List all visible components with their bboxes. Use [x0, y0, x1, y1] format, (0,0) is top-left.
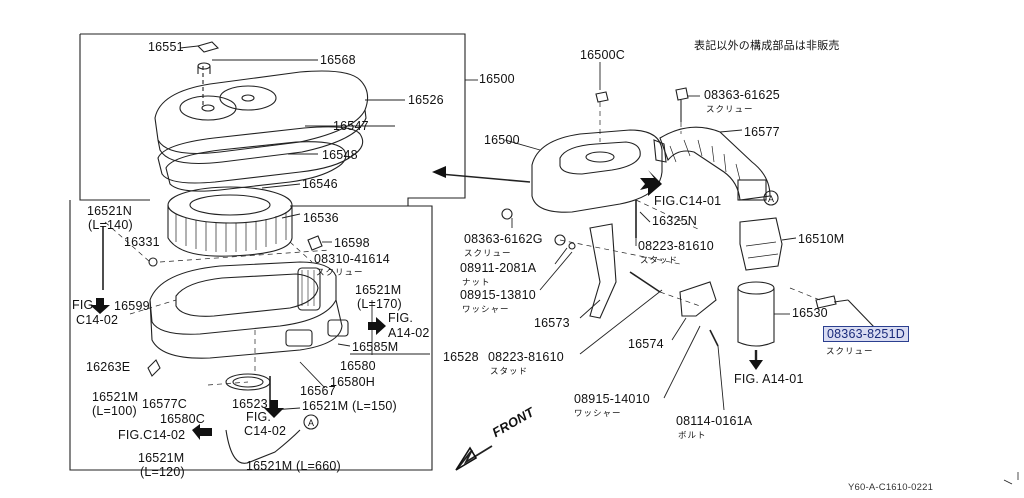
- part-label-16546[interactable]: 16546: [302, 177, 338, 191]
- part-label-16263e[interactable]: 16263E: [86, 360, 131, 374]
- part-desc-08363-6162g: スクリュー: [464, 248, 512, 258]
- part-length-16521m-120: (L=120): [140, 465, 185, 479]
- part-label-08223-81610-a[interactable]: 08223-81610: [638, 239, 714, 253]
- part-label-16510m[interactable]: 16510M: [798, 232, 845, 246]
- part-label-16580[interactable]: 16580: [340, 359, 376, 373]
- part-length-16521m-100: (L=100): [92, 404, 137, 418]
- fig-ref-c14-01[interactable]: FIG.C14-01: [654, 194, 722, 208]
- part-label-16577[interactable]: 16577: [744, 125, 780, 139]
- seal-drawing: [165, 141, 347, 192]
- part-label-08310-41614[interactable]: 08310-41614: [314, 252, 390, 266]
- part-label-16568[interactable]: 16568: [320, 53, 356, 67]
- part-label-16598[interactable]: 16598: [334, 236, 370, 250]
- air-cleaner-assembly-drawing: [531, 129, 667, 213]
- part-label-16528[interactable]: 16528: [443, 350, 479, 364]
- part-label-16521m-170[interactable]: 16521M: [355, 283, 402, 297]
- part-label-08915-14010[interactable]: 08915-14010: [574, 392, 650, 406]
- lower-group-outline: [69, 200, 433, 471]
- pipe-drawing: [737, 281, 775, 347]
- gasket-drawing: [157, 126, 364, 184]
- part-label-16567[interactable]: 16567: [300, 384, 336, 398]
- fig-ref-a14-02-b[interactable]: A14-02: [388, 326, 430, 340]
- part-label-16521m-100[interactable]: 16521M: [92, 390, 139, 404]
- part-label-16325n[interactable]: 16325N: [652, 214, 697, 228]
- part-length-16521m-170: (L=170): [357, 297, 402, 311]
- part-desc-08363-8251d: スクリュー: [826, 346, 874, 356]
- part-label-16331[interactable]: 16331: [124, 235, 160, 249]
- part-desc-08310-41614: スクリュー: [316, 267, 364, 277]
- part-label-16574[interactable]: 16574: [628, 337, 664, 351]
- part-label-08911-2081a[interactable]: 08911-2081A: [460, 261, 537, 275]
- part-label-16523[interactable]: 16523: [232, 397, 268, 411]
- not-for-sale-note: 表記以外の構成部品は非販売: [694, 40, 840, 52]
- figure-code: Y60-A-C1610-0221: [848, 482, 934, 493]
- part-label-16521n[interactable]: 16521N: [87, 204, 132, 218]
- part-label-08915-13810[interactable]: 08915-13810: [460, 288, 536, 302]
- part-desc-08911-2081a: ナット: [462, 277, 491, 287]
- part-desc-08223-81610-b: スタッド: [490, 366, 529, 376]
- fig-ref-a14-01[interactable]: FIG. A14-01: [734, 372, 804, 386]
- part-label-16551[interactable]: 16551: [148, 40, 184, 54]
- part-label-08363-6162g[interactable]: 08363-6162G: [464, 232, 543, 246]
- part-label-16521m-150[interactable]: 16521M (L=150): [302, 399, 397, 413]
- air-cleaner-body-drawing: [149, 261, 343, 391]
- part-label-16500-box[interactable]: 16500: [479, 72, 515, 86]
- support-bracket-drawing: [679, 281, 717, 317]
- part-desc-08915-13810: ワッシャー: [462, 304, 510, 314]
- wing-nut-drawing: [196, 41, 220, 74]
- fig-ref-c14-02-top-a[interactable]: FIG.: [72, 298, 98, 312]
- fig-ref-a14-02-a[interactable]: FIG.: [388, 311, 414, 325]
- part-desc-08363-61625: スクリュー: [706, 104, 754, 114]
- part-desc-08223-81610-a: スタッド: [640, 255, 679, 265]
- part-length-16521n: (L=140): [88, 218, 133, 232]
- part-label-16521m-660[interactable]: 16521M (L=660): [246, 459, 341, 473]
- part-label-16530[interactable]: 16530: [792, 306, 828, 320]
- filter-element-drawing: [167, 186, 293, 257]
- part-label-16577c[interactable]: 16577C: [142, 397, 187, 411]
- air-duct-drawing: [659, 126, 771, 201]
- bracket-drawing: [589, 223, 617, 319]
- part-label-08223-81610-b[interactable]: 08223-81610: [488, 350, 564, 364]
- part-label-16521m-120[interactable]: 16521M: [138, 451, 185, 465]
- part-desc-08915-14010: ワッシャー: [574, 408, 622, 418]
- part-label-16580c[interactable]: 16580C: [160, 412, 205, 426]
- part-desc-08114-0161a: ボルト: [678, 430, 707, 440]
- part-label-16536[interactable]: 16536: [303, 211, 339, 225]
- fig-ref-c14-02-mid-b[interactable]: C14-02: [244, 424, 287, 438]
- reference-marker-a-right: A: [768, 194, 775, 204]
- part-label-16548[interactable]: 16548: [322, 148, 358, 162]
- part-label-16580h[interactable]: 16580H: [330, 375, 375, 389]
- part-label-16547[interactable]: 16547: [333, 119, 369, 133]
- part-label-16526[interactable]: 16526: [408, 93, 444, 107]
- intake-duct-drawing: [739, 217, 783, 271]
- part-label-16599[interactable]: 16599: [114, 299, 150, 313]
- part-label-16500c[interactable]: 16500C: [580, 48, 625, 62]
- part-label-08363-61625[interactable]: 08363-61625: [704, 88, 780, 102]
- fig-ref-c14-02-mid-a[interactable]: FIG.: [246, 410, 272, 424]
- part-label-08114-0161a[interactable]: 08114-0161A: [676, 414, 753, 428]
- fig-ref-c14-02-top-b[interactable]: C14-02: [76, 313, 119, 327]
- part-label-16500[interactable]: 16500: [484, 133, 520, 147]
- air-cleaner-cover-drawing: [154, 66, 369, 165]
- part-label-08363-8251d-highlighted[interactable]: 08363-8251D: [823, 326, 909, 342]
- part-label-16585m[interactable]: 16585M: [352, 340, 399, 354]
- reference-marker-a-left: A: [308, 418, 315, 428]
- part-label-16573[interactable]: 16573: [534, 316, 570, 330]
- fig-ref-c14-02-left[interactable]: FIG.C14-02: [118, 428, 186, 442]
